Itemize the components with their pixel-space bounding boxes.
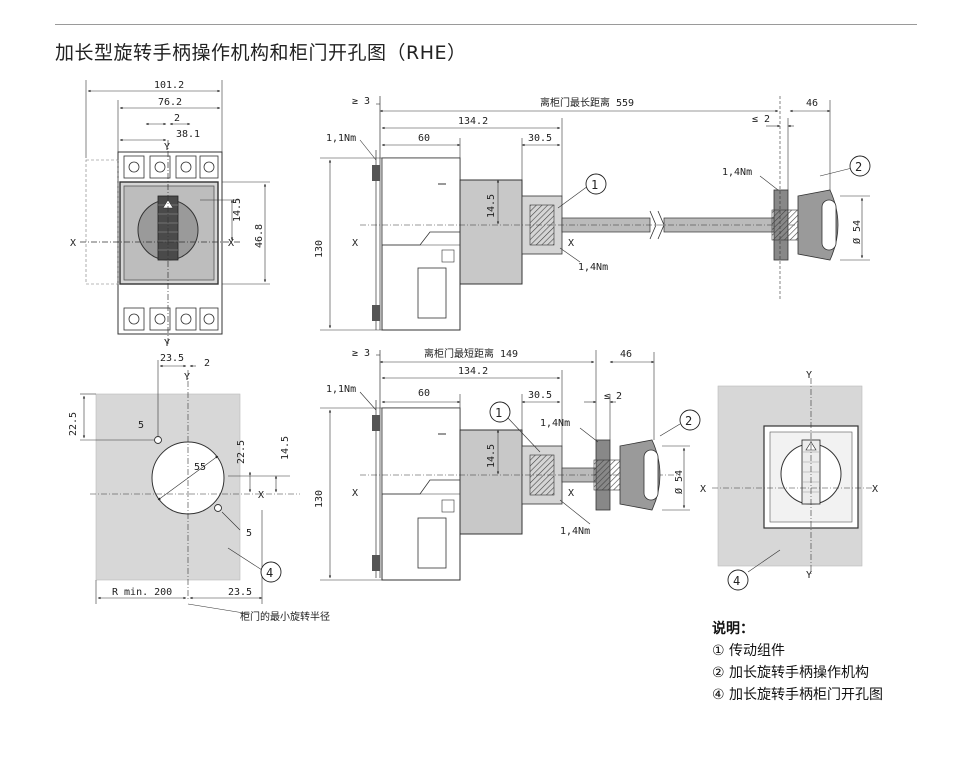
door-view: Y Y X X 4 xyxy=(700,370,878,591)
top-rule xyxy=(55,24,917,25)
callout-2: 2 xyxy=(855,160,862,174)
dim-14-5-short: 14.5 xyxy=(486,444,497,468)
dim-2-cut: 2 xyxy=(204,358,210,369)
cutout-view: 23.5 2 22.5 22.5 14.5 5 55 5 R min. 200 … xyxy=(68,353,330,623)
dim-2: 2 xyxy=(174,113,180,124)
dim-14-5: 14.5 xyxy=(232,198,243,222)
axis-x-right: X xyxy=(228,238,234,249)
axis-x: X xyxy=(568,488,574,499)
dim-22-5-left: 22.5 xyxy=(68,412,79,436)
dim-46-short: 46 xyxy=(620,349,632,360)
callout-2-short: 2 xyxy=(685,414,692,428)
dim-101-2: 101.2 xyxy=(154,80,184,91)
axis-x: X xyxy=(700,484,706,495)
dim-max-door-distance: 离柜门最长距离 559 xyxy=(540,96,634,109)
dim-23-5: 23.5 xyxy=(160,353,184,364)
hole-5-top: 5 xyxy=(138,420,144,431)
axis-x-left: X xyxy=(70,238,76,249)
callout-4-door: 4 xyxy=(733,574,740,588)
dim-60-short: 60 xyxy=(418,388,430,399)
dim-23-5-bottom: 23.5 xyxy=(228,587,252,598)
dim-30-5-short: 30.5 xyxy=(528,390,552,401)
axis-y-bottom: Y xyxy=(164,338,170,349)
dim-134-2: 134.2 xyxy=(458,116,488,127)
legend-item-door-cutout: ④ 加长旋转手柄柜门开孔图 xyxy=(712,687,884,703)
side-view-long: ≥ 3 离柜门最长距离 559 46 134.2 60 30.5 ≤ 2 14.… xyxy=(314,96,871,331)
dim-46-8: 46.8 xyxy=(254,224,265,248)
legend-item-extended-handle: ② 加长旋转手柄操作机构 xyxy=(712,665,870,681)
axis-y: Y xyxy=(184,372,190,383)
dim-22-5-right: 22.5 xyxy=(236,440,247,464)
dim-dia-54: Ø 54 xyxy=(851,220,863,244)
dim-134-2-short: 134.2 xyxy=(458,366,488,377)
legend-item-transmission: ① 传动组件 xyxy=(712,643,786,659)
legend-heading: 说明： xyxy=(712,621,754,637)
axis-y-top: Y xyxy=(164,142,170,153)
axis-x: X xyxy=(872,484,878,495)
axis-x: X xyxy=(568,238,574,249)
dim-30-5: 30.5 xyxy=(528,133,552,144)
hole-5-bottom: 5 xyxy=(246,528,252,539)
torque-1-4-door-short: 1,4Nm xyxy=(540,418,570,429)
callout-1: 1 xyxy=(591,178,598,192)
callout-4: 4 xyxy=(266,566,273,580)
axis-x: X xyxy=(352,488,358,499)
dim-130-short: 130 xyxy=(314,490,325,508)
dim-max-2-short: ≤ 2 xyxy=(604,391,622,402)
dim-min-3: ≥ 3 xyxy=(352,96,370,107)
dim-max-2: ≤ 2 xyxy=(752,114,770,125)
dim-46: 46 xyxy=(806,98,818,109)
dim-14-5-side: 14.5 xyxy=(486,194,497,218)
side-view-short: ≥ 3 离柜门最短距离 149 46 134.2 60 30.5 ≤ 2 14.… xyxy=(314,347,701,581)
axis-x: X xyxy=(258,490,264,501)
dim-130: 130 xyxy=(314,240,325,258)
dim-dia-54-short: Ø 54 xyxy=(673,470,685,494)
dim-min-door-distance: 离柜门最短距离 149 xyxy=(424,347,518,360)
torque-1-4-coupling: 1,4Nm xyxy=(578,262,608,273)
axis-x: X xyxy=(352,238,358,249)
torque-1-4-coupling-short: 1,4Nm xyxy=(560,526,590,537)
torque-1-1-short: 1,1Nm xyxy=(326,384,356,395)
min-rotation-radius-label: 柜门的最小旋转半径 xyxy=(240,610,330,623)
dim-dia-55: 55 xyxy=(194,462,206,473)
callout-1-short: 1 xyxy=(495,406,502,420)
dim-r-min-200: R min. 200 xyxy=(112,587,172,598)
front-view: 101.2 76.2 2 38.1 14.5 46.8 X X Y Y xyxy=(70,80,270,349)
axis-y: Y xyxy=(806,370,812,381)
dim-38-1: 38.1 xyxy=(176,129,200,140)
dim-60: 60 xyxy=(418,133,430,144)
torque-1-1: 1,1Nm xyxy=(326,133,356,144)
dim-14-5-cut: 14.5 xyxy=(280,436,291,460)
axis-y: Y xyxy=(806,570,812,581)
torque-1-4-door: 1,4Nm xyxy=(722,167,752,178)
dim-76-2: 76.2 xyxy=(158,97,182,108)
dim-min-3-short: ≥ 3 xyxy=(352,348,370,359)
page-title: 加长型旋转手柄操作机构和柜门开孔图（RHE） xyxy=(55,42,467,64)
